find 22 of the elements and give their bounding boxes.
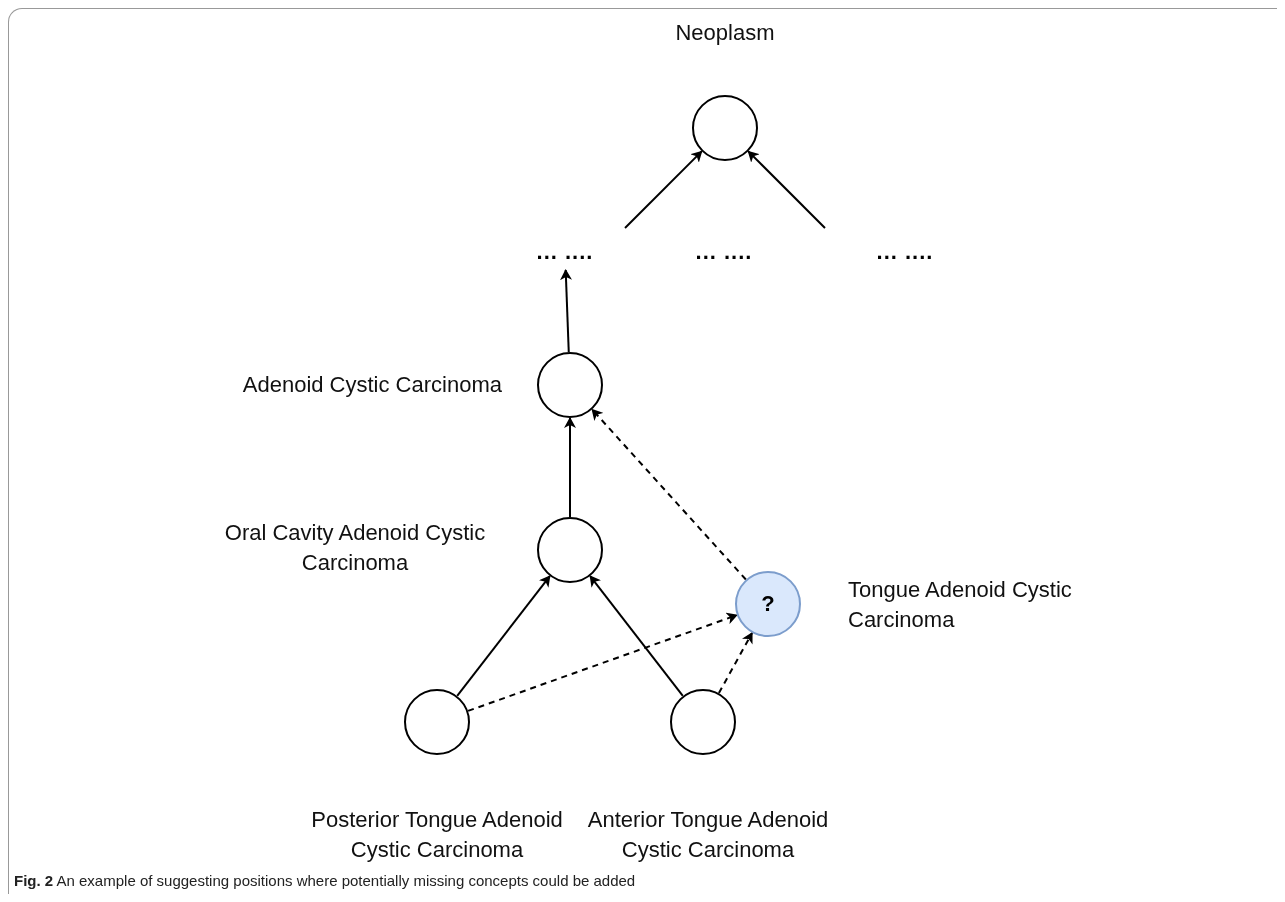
ellipsis-text: ... .... bbox=[674, 238, 774, 266]
arrow bbox=[564, 417, 576, 518]
dashed-arrow bbox=[717, 631, 754, 695]
arrow bbox=[624, 150, 703, 229]
dashed-arrow bbox=[467, 612, 738, 712]
ellipsis-text: ... .... bbox=[855, 238, 955, 266]
arrow bbox=[560, 269, 573, 353]
concept-label: Tongue Adenoid Cystic Carcinoma bbox=[848, 576, 1073, 634]
concept-circle bbox=[692, 95, 758, 161]
arrow bbox=[456, 575, 551, 697]
concept-label: Oral Cavity Adenoid Cystic Carcinoma bbox=[223, 519, 487, 577]
concept-label: Adenoid Cystic Carcinoma bbox=[241, 371, 502, 399]
figure-caption: Fig. 2 An example of suggesting positions where potentially missing concepts could be added bbox=[14, 872, 636, 889]
dashed-arrow bbox=[591, 408, 747, 581]
concept-label: Neoplasm bbox=[674, 19, 776, 47]
suggested-concept-circle: ? bbox=[735, 571, 801, 637]
concept-label: Anterior Tongue Adenoid Cystic Carcinoma bbox=[586, 806, 830, 864]
concept-label: Posterior Tongue Adenoid Cystic Carcinoma bbox=[310, 806, 564, 864]
arrow bbox=[747, 150, 826, 229]
concept-circle bbox=[537, 517, 603, 583]
arrow bbox=[589, 575, 684, 697]
ellipsis-text: ... .... bbox=[515, 238, 615, 266]
